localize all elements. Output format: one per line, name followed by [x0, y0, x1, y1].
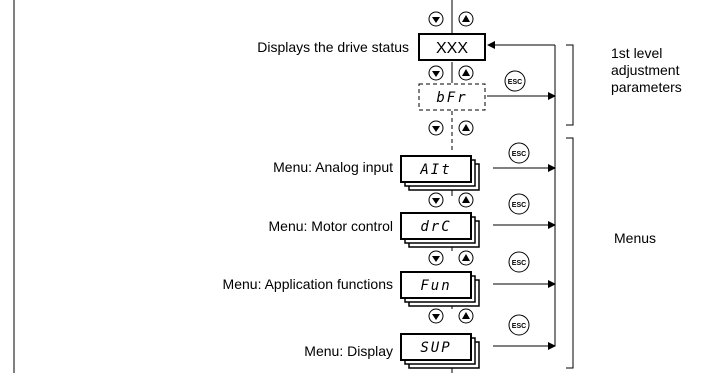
menus-bracket — [566, 137, 574, 369]
esc-key-icon: ESC — [508, 251, 530, 273]
esc-key-label: ESC — [512, 323, 526, 330]
esc-key-label: ESC — [508, 79, 522, 86]
esc-key-icon: ESC — [508, 142, 530, 164]
status-label: Displays the drive status — [257, 39, 409, 55]
first-level-label-line2: adjustment — [611, 62, 680, 78]
arrow-key-pair — [428, 250, 474, 266]
arrow-key-pair — [428, 120, 474, 136]
esc-key-icon: ESC — [508, 314, 530, 336]
bfr-code: bFr — [436, 90, 467, 106]
bfr-display — [418, 83, 486, 111]
arrow-key-pair — [428, 192, 474, 208]
menu-code-display: SUP — [420, 340, 451, 356]
esc-key-icon: ESC — [504, 70, 526, 92]
menu-code-motor-control: drC — [420, 219, 451, 235]
arrow-key-pair — [428, 65, 474, 81]
first-level-bracket — [566, 44, 574, 126]
menu-label-application-functions: Menu: Application functions — [223, 276, 393, 292]
menu-label-display: Menu: Display — [304, 343, 393, 359]
menu-label-analog-input: Menu: Analog input — [273, 159, 393, 175]
menu-code-analog-input: AIt — [419, 162, 451, 178]
menu-label-motor-control: Menu: Motor control — [269, 218, 394, 234]
menu-code-application-functions: Fun — [420, 278, 451, 294]
esc-key-icon: ESC — [508, 193, 530, 215]
esc-key-label: ESC — [512, 202, 526, 209]
arrow-key-pair — [428, 308, 474, 324]
menus-label: Menus — [614, 230, 656, 246]
menu-display-analog-input — [400, 155, 472, 183]
arrow-key-pair — [428, 11, 474, 27]
first-level-label-line1: 1st level — [611, 45, 662, 61]
first-level-label-line3: parameters — [611, 79, 682, 95]
esc-key-label: ESC — [512, 260, 526, 267]
menu-display-motor-control — [400, 212, 472, 240]
menu-display-display — [400, 333, 472, 361]
esc-key-label: ESC — [512, 151, 526, 158]
menu-display-application-functions — [400, 271, 472, 299]
status-code: XXX — [436, 40, 468, 57]
status-display — [418, 33, 486, 61]
